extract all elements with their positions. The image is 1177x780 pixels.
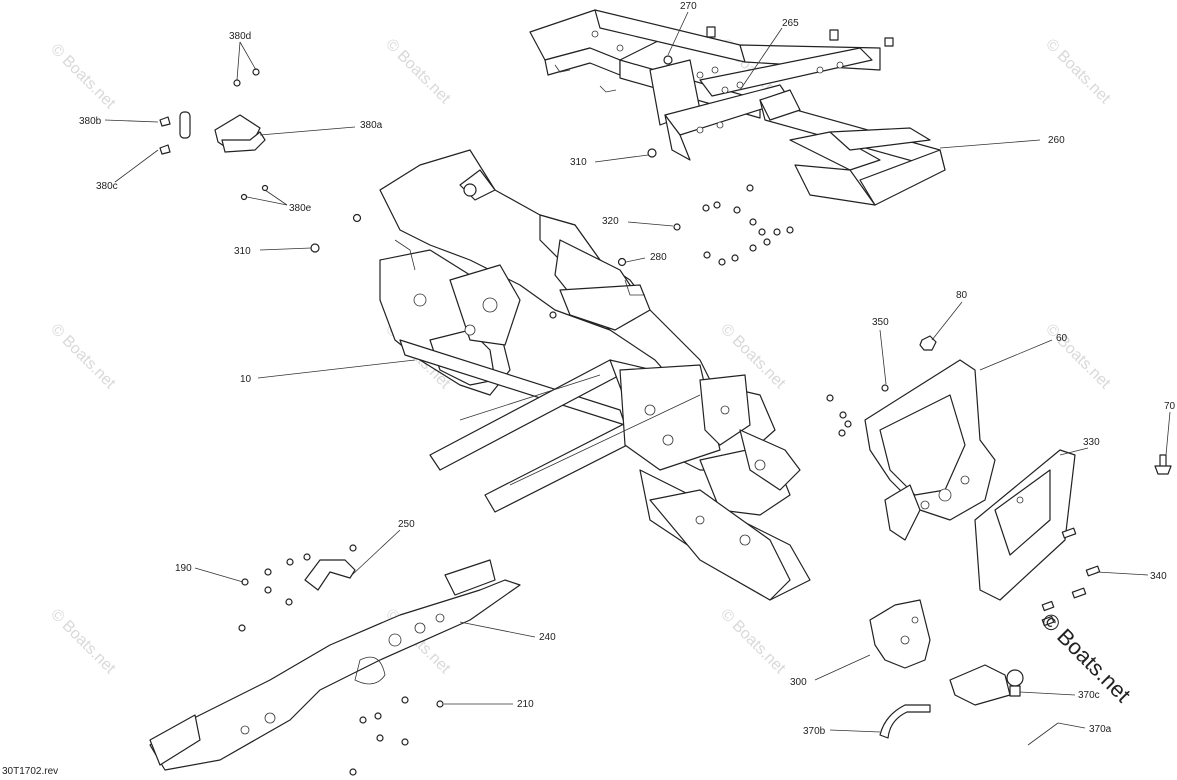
- callout-330: 330: [1083, 437, 1100, 448]
- callout-350: 350: [872, 317, 889, 328]
- bolts-340[interactable]: [1041, 527, 1101, 627]
- watermark-text: © Boats.net: [1042, 321, 1114, 393]
- clip-380c[interactable]: [159, 144, 171, 155]
- callout-70: 70: [1164, 401, 1176, 412]
- callout-300: 300: [790, 677, 807, 688]
- diagram-reference: 30T1702.rev: [2, 766, 58, 777]
- callout-370b: 370b: [803, 726, 826, 737]
- callout-310: 310: [570, 157, 587, 168]
- rear-subframe-fasteners[interactable]: [647, 26, 894, 158]
- rear-subframe-260[interactable]: [529, 9, 946, 206]
- clip-380b[interactable]: [159, 116, 171, 127]
- main-frame-10[interactable]: [379, 149, 811, 601]
- callout-380e: 380e: [289, 203, 312, 214]
- callout-270: 270: [680, 1, 697, 12]
- callout-260: 260: [1048, 135, 1065, 146]
- callout-370c: 370c: [1078, 690, 1100, 701]
- watermark-text: © Boats.net: [1042, 36, 1114, 108]
- watermark-text: © Boats.net: [717, 606, 789, 678]
- frame-nuts[interactable]: [310, 184, 794, 319]
- clip-370a[interactable]: [1027, 722, 1059, 746]
- callout-340: 340: [1150, 571, 1167, 582]
- watermark-text: © Boats.net: [47, 321, 119, 393]
- callout-380b: 380b: [79, 116, 102, 127]
- bracket-250[interactable]: [304, 559, 356, 591]
- nuts-near-60[interactable]: [826, 394, 852, 437]
- nut-350[interactable]: [881, 384, 889, 392]
- spacer-380[interactable]: [179, 111, 191, 139]
- callout-320: 320: [602, 216, 619, 227]
- lower-arm-240[interactable]: [149, 559, 521, 771]
- screws-380e[interactable]: [240, 184, 269, 201]
- watermark-text: © Boats.net: [47, 41, 119, 113]
- callout-10: 10: [240, 374, 252, 385]
- callout-280: 280: [650, 252, 667, 263]
- callout-265: 265: [782, 18, 799, 29]
- nuts-190[interactable]: [238, 544, 357, 632]
- watermark-layer: © Boats.net © Boats.net © Boats.net © Bo…: [47, 36, 1114, 678]
- bracket-380a[interactable]: [214, 114, 266, 153]
- callout-380a: 380a: [360, 120, 383, 131]
- callout-210: 210: [517, 699, 534, 710]
- bracket-60[interactable]: [864, 359, 996, 541]
- callout-240: 240: [539, 632, 556, 643]
- callout-80: 80: [956, 290, 968, 301]
- callout-380d: 380d: [229, 31, 251, 42]
- hitch-ball-370c[interactable]: [949, 664, 1024, 706]
- watermark-text: © Boats.net: [382, 36, 454, 108]
- callout-60: 60: [1056, 333, 1068, 344]
- callout-370a: 370a: [1089, 724, 1112, 735]
- leader-lines: [104, 11, 1171, 733]
- watermark-text: © Boats.net: [47, 606, 119, 678]
- callout-250: 250: [398, 519, 415, 530]
- callout-190: 190: [175, 563, 192, 574]
- plate-330[interactable]: [974, 449, 1076, 601]
- callout-labels: 380d 380b 380a 380c 380e 310 10 270 265 …: [79, 1, 1176, 737]
- callout-310: 310: [234, 246, 251, 257]
- callout-380c: 380c: [96, 181, 118, 192]
- hitch-pin-370b[interactable]: [879, 704, 931, 739]
- bolt-70[interactable]: [1154, 454, 1172, 475]
- hitch-bracket-300[interactable]: [869, 599, 931, 669]
- nuts-210[interactable]: [349, 696, 444, 776]
